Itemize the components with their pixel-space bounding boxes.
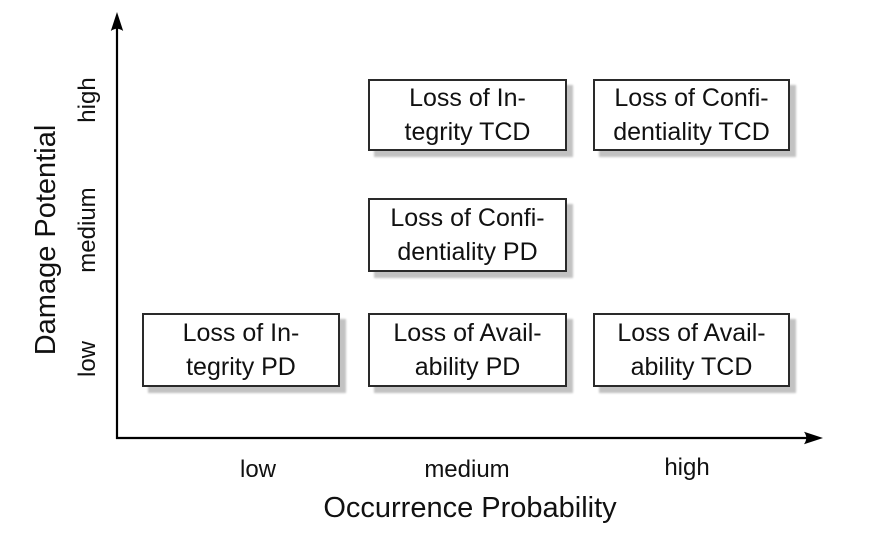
box-label-line: ability PD xyxy=(414,353,521,381)
box-label-line: dentiality PD xyxy=(397,238,538,266)
box-label-line: Loss of Confi- xyxy=(390,204,545,232)
box-label-line: Loss of In- xyxy=(409,84,526,112)
y-axis-title: Damage Potential xyxy=(30,124,62,356)
box-loss-of-confidentiality-pd: Loss of Confi- dentiality PD xyxy=(368,198,567,272)
box-label-line: Loss of Avail- xyxy=(617,319,766,347)
box-loss-of-confidentiality-tcd: Loss of Confi- dentiality TCD xyxy=(593,79,790,151)
x-tick-low: low xyxy=(239,456,276,483)
box-loss-of-integrity-pd: Loss of In- tegrity PD xyxy=(142,313,340,387)
box-label-line: ability TCD xyxy=(630,353,753,381)
x-axis-arrowhead xyxy=(804,431,823,445)
box-loss-of-availability-pd: Loss of Avail- ability PD xyxy=(368,313,567,387)
y-tick-medium: medium xyxy=(74,187,101,273)
box-label-line: Loss of Avail- xyxy=(393,319,542,347)
x-tick-medium: medium xyxy=(424,456,510,483)
y-tick-low: low xyxy=(74,341,101,378)
y-axis-arrowhead xyxy=(110,12,124,31)
box-label-line: dentiality TCD xyxy=(613,118,770,146)
x-axis-title: Occurrence Probability xyxy=(323,492,617,524)
box-loss-of-availability-tcd: Loss of Avail- ability TCD xyxy=(593,313,790,387)
box-label-line: tegrity TCD xyxy=(404,118,531,146)
box-label-line: Loss of Confi- xyxy=(614,84,769,112)
box-label-line: Loss of In- xyxy=(182,319,300,347)
box-label-line: tegrity PD xyxy=(186,353,296,381)
x-tick-high: high xyxy=(664,454,710,481)
box-loss-of-integrity-tcd: Loss of In- tegrity TCD xyxy=(368,79,567,151)
y-tick-high: high xyxy=(74,77,101,123)
